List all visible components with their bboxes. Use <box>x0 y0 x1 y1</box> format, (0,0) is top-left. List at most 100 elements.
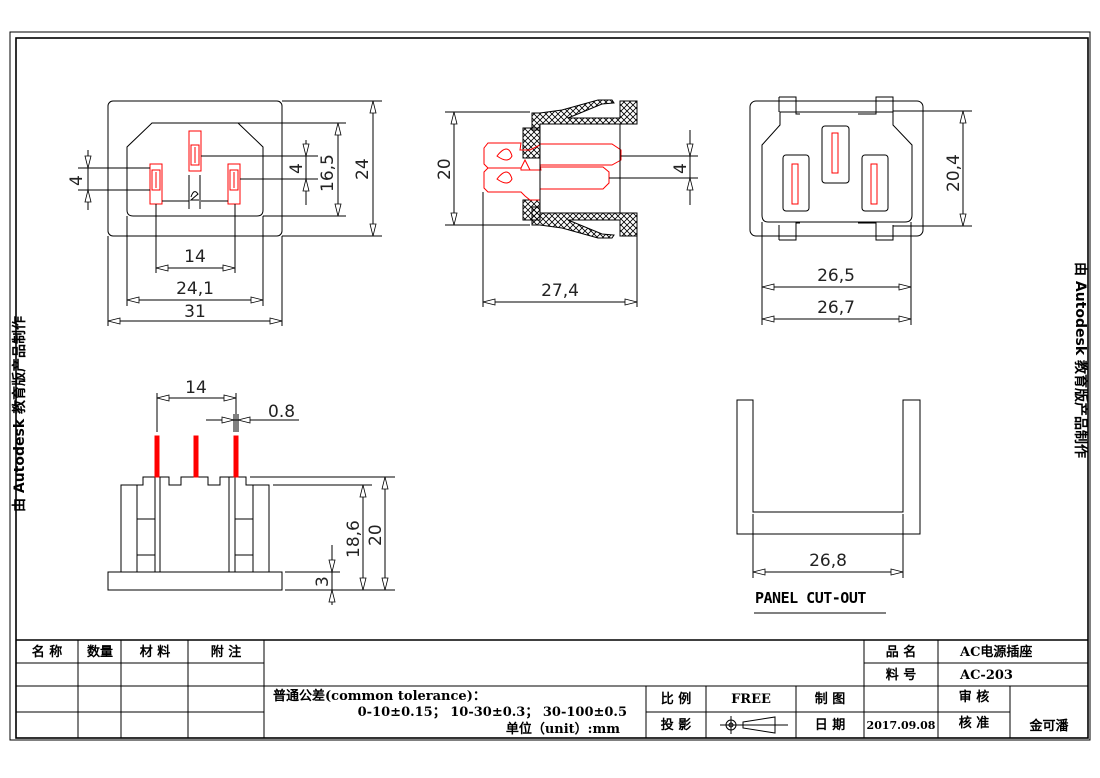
title-block: 名 称 数量 材 料 附 注 普通公差(common tolerance)： 0… <box>16 639 1088 738</box>
dimension-arrowhead <box>126 296 140 304</box>
dim-rear-height: 20,4 <box>944 154 964 192</box>
watermark-left: 由 Autodesk 教育版产品制作 <box>11 316 28 512</box>
dim-front-outer-width: 31 <box>184 302 206 322</box>
dimension-arrowhead <box>156 394 170 402</box>
dim-bottom-flange: 3 <box>313 576 333 587</box>
dimension-arrowhead <box>752 568 766 576</box>
cutout-view: 26,8 PANEL CUT-OUT <box>736 399 921 614</box>
side-housing-bottom <box>531 206 638 239</box>
dimension-arrowhead <box>761 315 775 323</box>
dimension-arrowhead <box>302 178 310 192</box>
review-label: 审 核 <box>959 689 990 705</box>
dimension-arrowhead <box>482 298 496 306</box>
scale-label: 比 例 <box>661 691 692 707</box>
dimension-arrowhead <box>450 212 458 226</box>
front-pin-right <box>227 163 241 205</box>
dimension-arrowhead <box>686 177 694 191</box>
dimension-arrowhead <box>686 143 694 157</box>
header-material: 材 料 <box>140 644 171 660</box>
dim-rear-width-a: 26,5 <box>817 266 855 286</box>
dimension-arrowhead <box>624 298 638 306</box>
product-name-value: AC电源插座 <box>959 644 1032 660</box>
approve-label: 核 准 <box>959 715 990 731</box>
side-view: 20 4 27,4 <box>435 99 698 307</box>
dimension-arrowhead <box>359 484 367 498</box>
dimension-arrowhead <box>959 213 967 227</box>
dimension-arrowhead <box>221 416 235 424</box>
bottom-pin-left <box>154 435 160 478</box>
dim-front-outer-height: 24 <box>353 158 373 180</box>
dim-bottom-pin-pitch: 14 <box>185 378 207 398</box>
dimension-arrowhead <box>450 111 458 125</box>
outer-border <box>9 31 1091 741</box>
tolerance-values: 0-10±0.15； 10-30±0.3； 30-100±0.5 <box>358 705 627 720</box>
dimension-arrowhead <box>381 577 389 591</box>
front-pin-center <box>188 130 202 172</box>
dimension-arrowhead <box>269 317 283 325</box>
side-housing-top <box>531 99 638 131</box>
dim-front-inner-height: 16,5 <box>318 154 338 192</box>
dimension-arrowhead <box>369 100 377 114</box>
projection-symbol-icon <box>720 716 788 734</box>
header-name: 名 称 <box>32 644 63 660</box>
dim-front-inner-width: 24,1 <box>176 279 214 299</box>
dimension-arrowhead <box>250 296 264 304</box>
cutout-label: PANEL CUT-OUT <box>755 589 866 607</box>
front-view: 4 4 16,5 24 14 24,1 31 <box>67 100 382 326</box>
side-terminal-upper <box>483 142 622 171</box>
dimension-arrowhead <box>84 155 92 169</box>
bottom-base-plate <box>107 571 283 591</box>
dimension-arrowhead <box>237 416 251 424</box>
side-insulator-top <box>522 127 541 159</box>
cutout-outline <box>736 399 921 535</box>
part-no-value: AC-203 <box>959 668 1013 683</box>
dimension-arrows <box>84 100 967 603</box>
inner-border <box>15 37 1089 739</box>
dimension-arrowhead <box>890 568 904 576</box>
dim-cutout-width: 26,8 <box>809 551 847 571</box>
header-notes: 附 注 <box>211 644 242 660</box>
dimension-arrowhead <box>328 559 336 573</box>
dim-bottom-body-height: 18,6 <box>344 520 364 558</box>
rear-inner-face <box>761 111 913 223</box>
approver-name: 金可潘 <box>1028 718 1069 734</box>
dim-bottom-pin-thickness: 0.8 <box>268 402 295 422</box>
dimension-arrowhead <box>155 264 169 272</box>
bottom-view: 14 0.8 20 18,6 3 <box>107 378 395 605</box>
rear-slot-right <box>861 154 889 212</box>
dim-front-pin-gap-left: 4 <box>67 175 87 186</box>
unit-label: 单位（unit）:mm <box>506 721 620 737</box>
rear-outer-body <box>749 100 924 237</box>
rear-slot-center <box>821 125 850 184</box>
header-quantity: 数量 <box>87 644 113 660</box>
dimension-arrowhead <box>222 264 236 272</box>
dimension-arrowhead <box>761 283 775 291</box>
part-no-label: 料 号 <box>886 667 917 683</box>
dimension-arrowhead <box>334 122 342 136</box>
watermark-right: 由 Autodesk 教育版产品制作 <box>1072 262 1089 458</box>
dimension-arrowhead <box>223 394 237 402</box>
dimension-arrowhead <box>381 476 389 490</box>
dimension-arrowhead <box>359 577 367 591</box>
dimension-arrowhead <box>328 589 336 603</box>
dimension-arrowhead <box>959 110 967 124</box>
dim-rear-width-b: 26,7 <box>817 298 855 318</box>
dimension-arrowhead <box>302 143 310 157</box>
drawn-label: 制 图 <box>815 691 846 707</box>
dimension-arrowhead <box>898 315 912 323</box>
bottom-body-outline <box>120 476 270 572</box>
dimension-arrowhead <box>84 189 92 203</box>
tolerance-title: 普通公差(common tolerance)： <box>273 688 486 704</box>
dimension-arrowhead <box>334 203 342 217</box>
rear-view: 20,4 26,5 26,7 <box>749 96 972 325</box>
dim-front-pin-gap-right: 4 <box>287 163 307 174</box>
product-name-label: 品 名 <box>886 644 917 660</box>
front-pin-left <box>149 163 163 205</box>
dim-side-height: 20 <box>435 158 455 180</box>
bottom-pin-right <box>233 435 239 478</box>
dim-front-pin-pitch: 14 <box>184 247 206 267</box>
dimension-arrowhead <box>898 283 912 291</box>
front-inner-face <box>126 122 264 217</box>
side-terminal-lower <box>483 166 610 201</box>
